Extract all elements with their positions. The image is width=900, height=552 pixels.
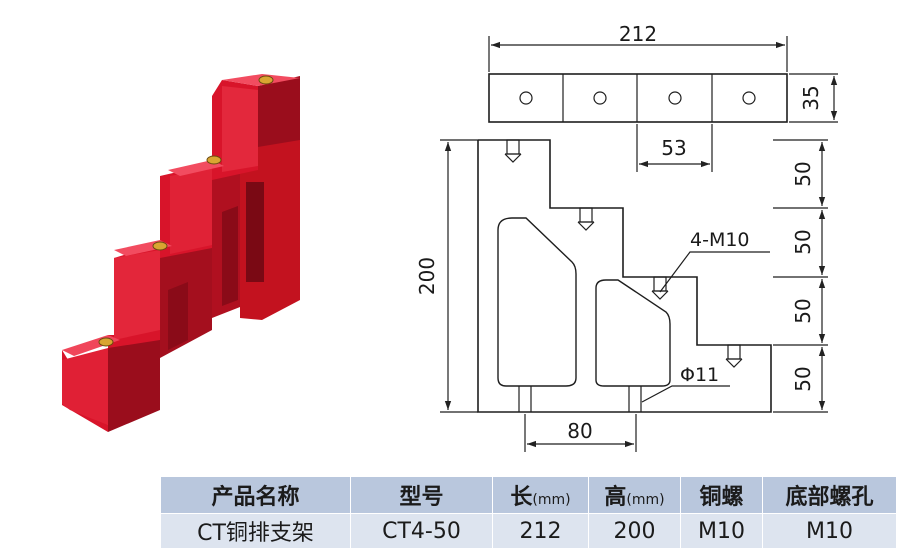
header-model: 型号 [350, 476, 493, 514]
dim-width: 212 [619, 22, 657, 46]
dim-height: 200 [415, 257, 439, 295]
dimension-labels: 212 35 53 200 50 50 50 50 4-M10 Φ11 80 [415, 22, 823, 443]
header-height: 高(mm) [588, 476, 681, 514]
header-length: 长(mm) [492, 476, 589, 514]
dim-step-4: 50 [791, 366, 815, 391]
dim-base: 80 [567, 419, 592, 443]
dim-step-2: 50 [791, 229, 815, 254]
technical-drawing [440, 36, 838, 452]
dim-depth: 35 [799, 85, 823, 110]
value-length: 212 [492, 513, 589, 549]
spec-header-row: 产品名称 型号 长(mm) 高(mm) 铜螺 底部螺孔 [160, 476, 897, 514]
header-product-name: 产品名称 [160, 476, 351, 514]
hole-callout: Φ11 [680, 364, 719, 386]
spec-table: 产品名称 型号 长(mm) 高(mm) 铜螺 底部螺孔 CT铜排支架 CT4-5… [160, 476, 897, 549]
value-product-name: CT铜排支架 [160, 513, 351, 549]
value-copper-bolt: M10 [680, 513, 763, 549]
header-copper-bolt: 铜螺 [680, 476, 763, 514]
value-height: 200 [588, 513, 681, 549]
spec-value-row: CT铜排支架 CT4-50 212 200 M10 M10 [160, 513, 897, 549]
product-photo [62, 74, 300, 432]
value-model: CT4-50 [350, 513, 493, 549]
dim-step-3: 50 [791, 298, 815, 323]
value-bottom-hole: M10 [762, 513, 897, 549]
header-bottom-hole: 底部螺孔 [762, 476, 897, 514]
dim-pitch: 53 [661, 136, 686, 160]
dim-step-1: 50 [791, 161, 815, 186]
bolt-callout: 4-M10 [690, 229, 750, 251]
